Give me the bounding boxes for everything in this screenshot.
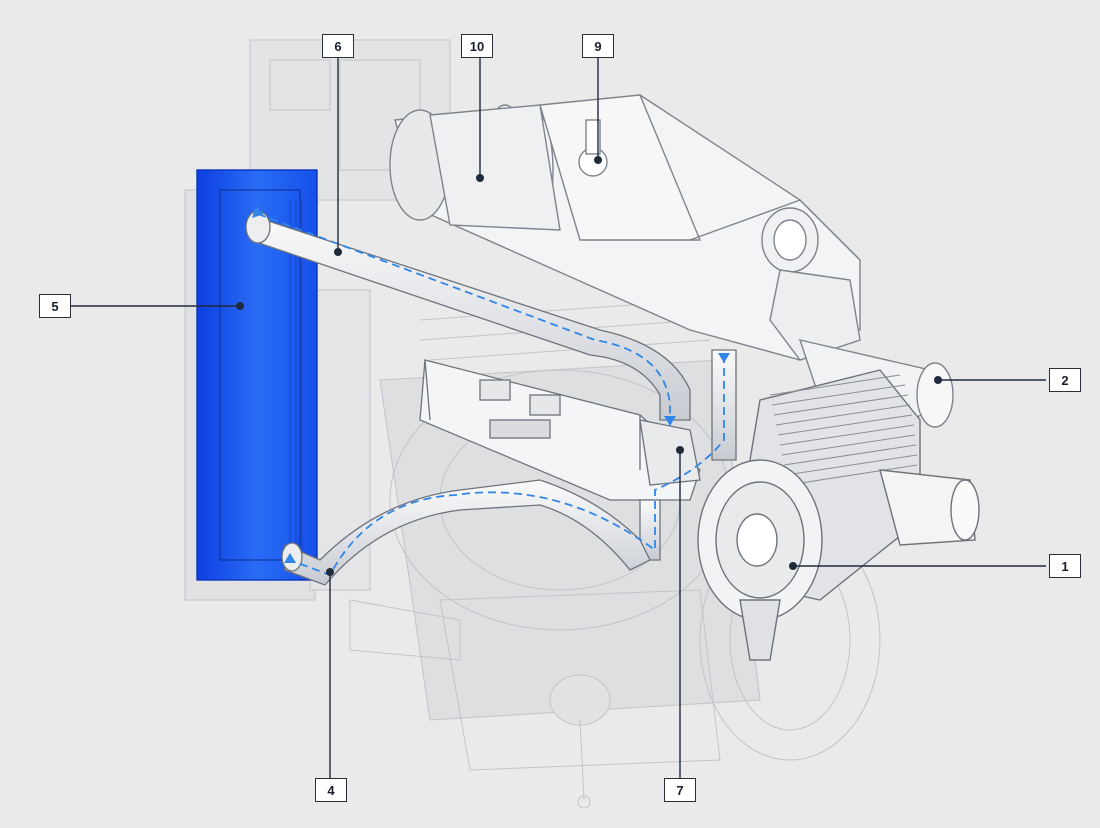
charge-air-manifold bbox=[419, 359, 701, 501]
coolant-flow-path bbox=[257, 213, 725, 577]
leader-lines bbox=[71, 58, 1046, 778]
callout-6[interactable]: 6 bbox=[322, 34, 354, 58]
leader-dots bbox=[236, 156, 942, 576]
callout-9[interactable]: 9 bbox=[582, 34, 614, 58]
air-filter-assembly bbox=[697, 369, 980, 661]
callout-2[interactable]: 2 bbox=[1049, 368, 1081, 392]
callout-1[interactable]: 1 bbox=[1049, 554, 1081, 578]
callout-7[interactable]: 7 bbox=[664, 778, 696, 802]
callout-10[interactable]: 10 bbox=[461, 34, 493, 58]
flow-arrowheads bbox=[252, 206, 730, 563]
upper-hose bbox=[245, 210, 691, 421]
dpf-assembly bbox=[389, 94, 954, 431]
callout-4[interactable]: 4 bbox=[315, 778, 347, 802]
callout-5[interactable]: 5 bbox=[39, 294, 71, 318]
